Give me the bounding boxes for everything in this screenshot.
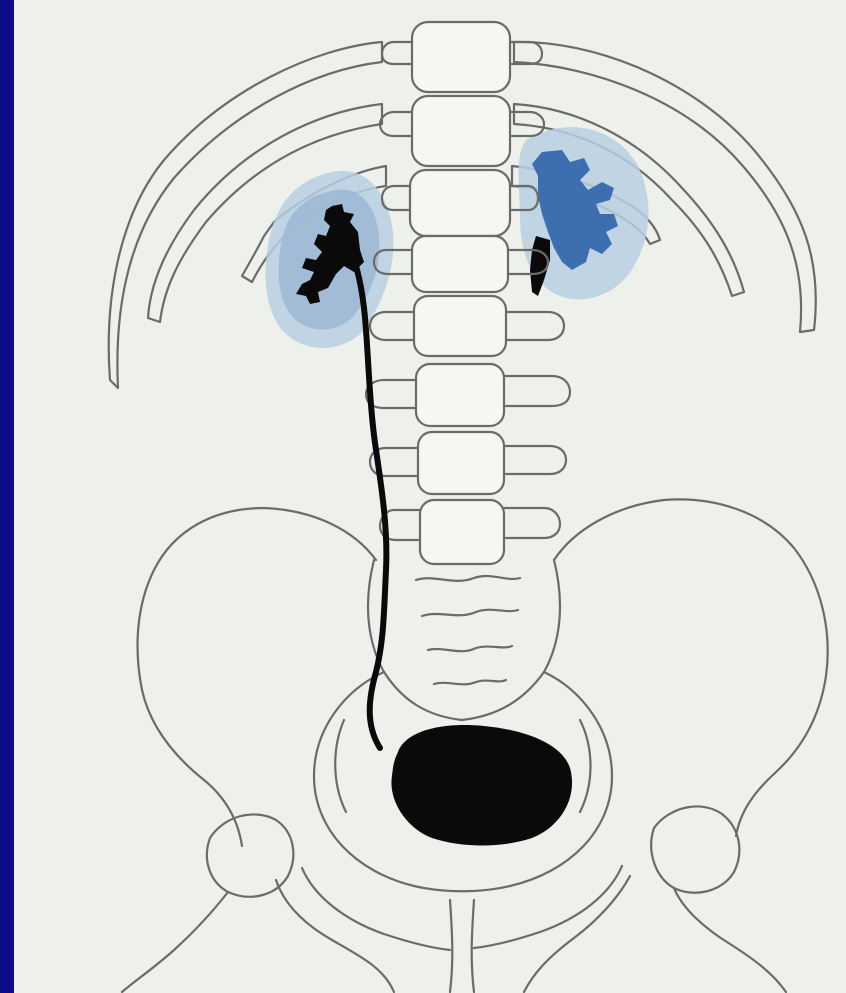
process-left-2 [380, 112, 412, 136]
sacral-line-4 [434, 680, 506, 684]
acetabulum-right-image [651, 806, 739, 892]
vertebra-t12 [412, 96, 510, 166]
ilium-right-image [554, 499, 828, 836]
urogram-drawing [14, 0, 846, 993]
spine [366, 22, 570, 564]
process-left-1 [382, 42, 412, 64]
vertebra-l2 [412, 236, 508, 292]
sacral-line-2 [422, 610, 518, 616]
pubic-symphysis [450, 900, 474, 992]
urogram-illustration [14, 0, 846, 993]
femur-right-image [524, 876, 786, 992]
sacral-line-3 [428, 646, 512, 651]
ischium-right-image [474, 866, 622, 948]
vertebra-l4 [416, 364, 504, 426]
vertebra-l3 [414, 296, 506, 356]
vertebra-t11 [412, 22, 510, 92]
process-right-8 [504, 508, 560, 538]
vertebra-l1 [410, 170, 510, 236]
ischium-left-image [302, 868, 450, 950]
process-right-5 [506, 312, 564, 340]
bladder [391, 725, 572, 845]
process-right-7 [504, 446, 566, 474]
process-right-6 [504, 376, 570, 406]
sacrum [368, 560, 560, 720]
vertebra-l5 [418, 432, 504, 494]
acetabulum-left-image [207, 814, 293, 896]
vertebra-s1 [420, 500, 504, 564]
process-left-5 [370, 312, 414, 340]
sacral-line-1 [416, 576, 520, 581]
sacrum-outline [368, 560, 560, 720]
